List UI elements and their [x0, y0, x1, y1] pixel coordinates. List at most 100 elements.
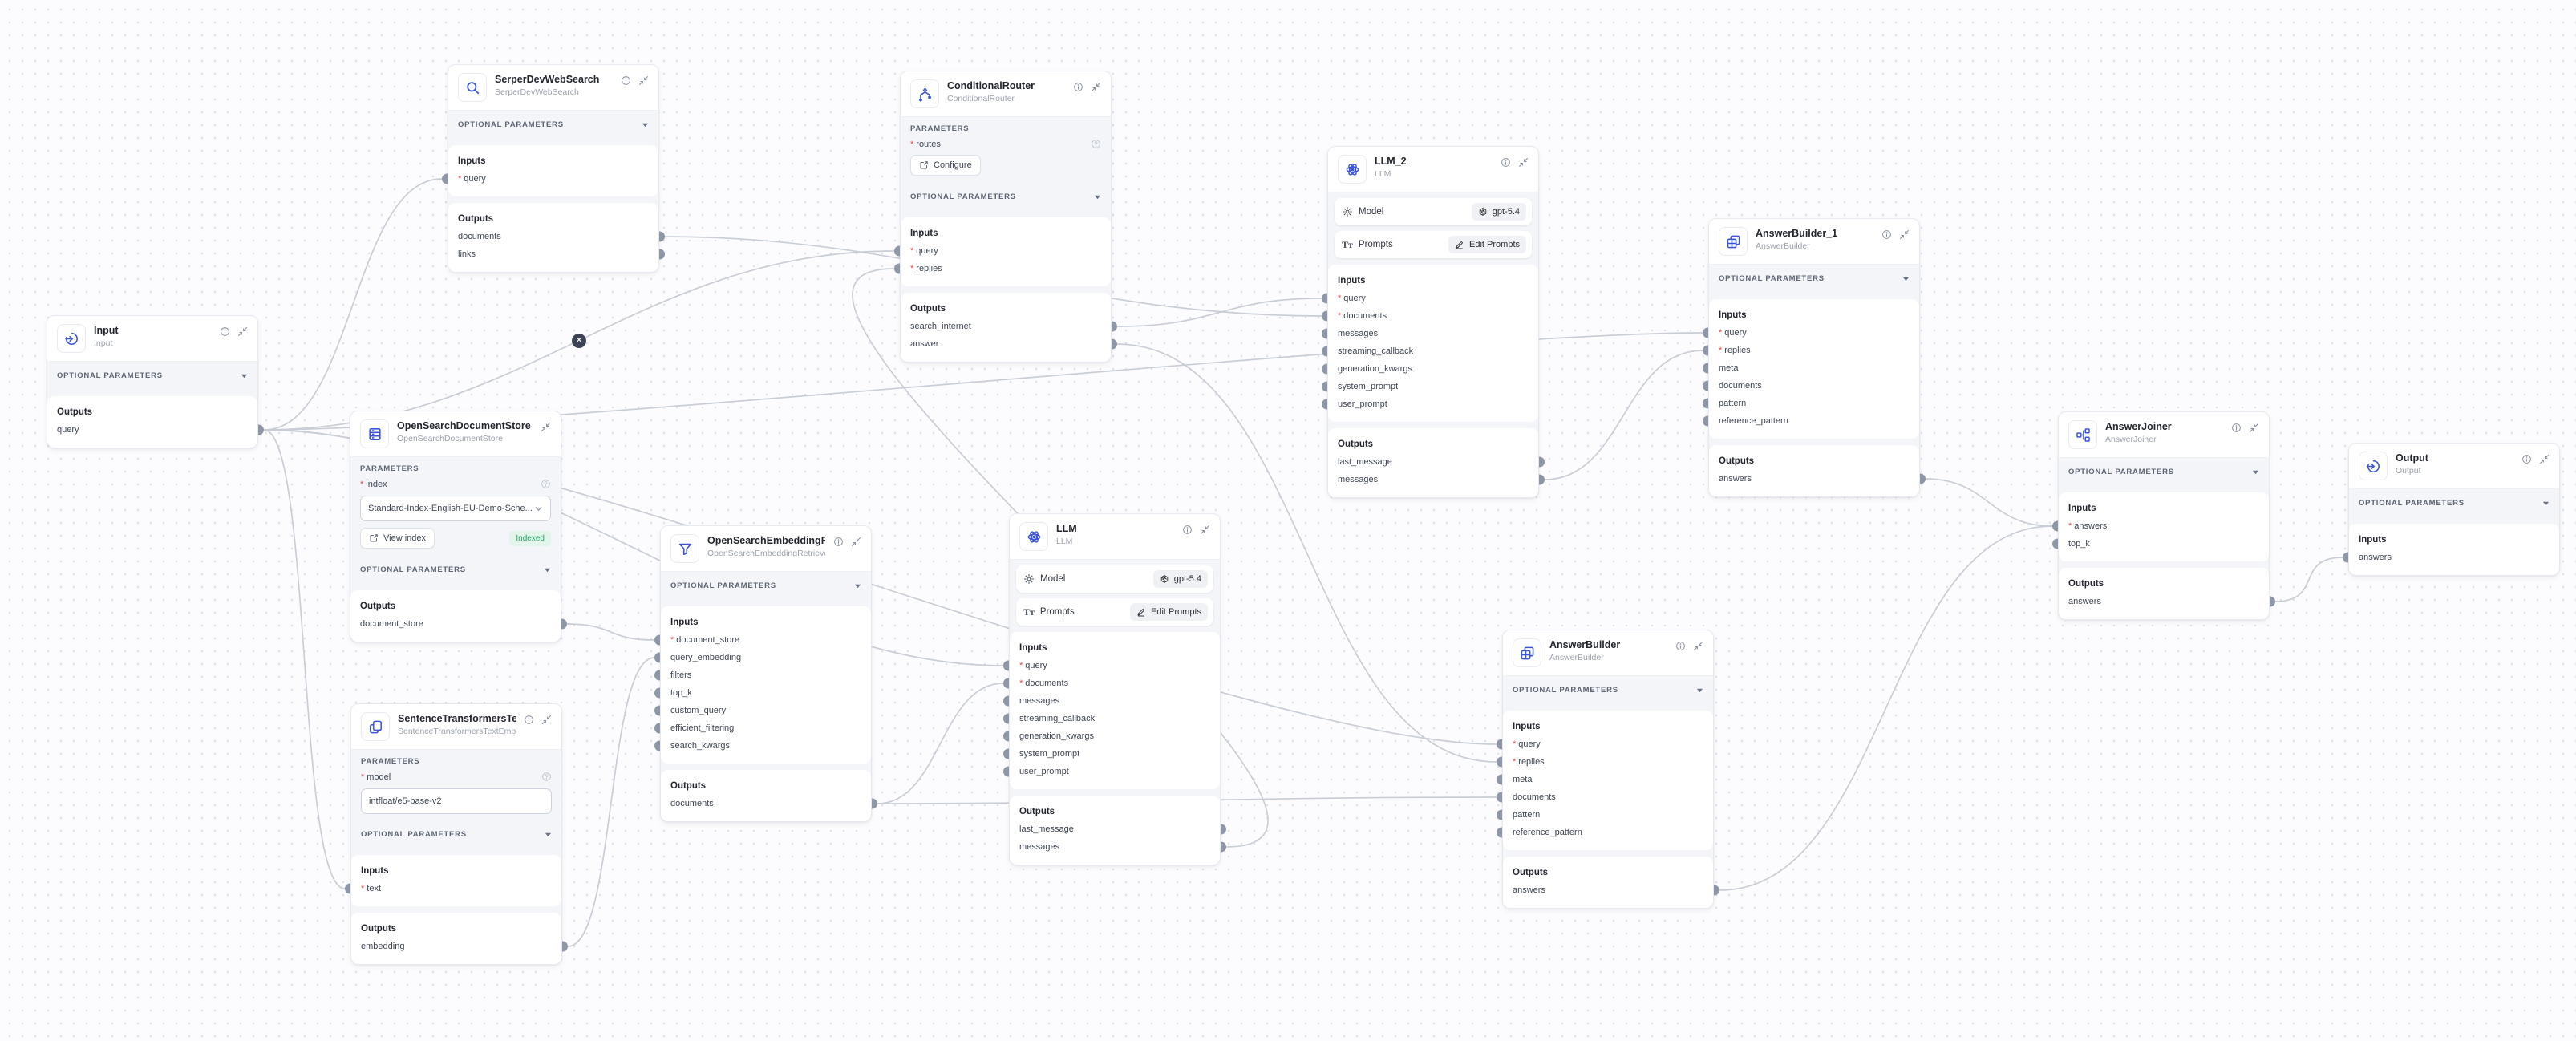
view-index-button[interactable]: View index [360, 528, 435, 549]
collapse-icon[interactable] [1091, 82, 1101, 92]
port-handle[interactable] [1003, 678, 1009, 689]
port-handle[interactable] [659, 249, 665, 260]
port-handle[interactable] [1322, 328, 1327, 339]
port-handle[interactable] [654, 687, 660, 699]
port-handle[interactable] [1703, 327, 1708, 338]
port-handle[interactable] [1703, 345, 1708, 356]
port-handle[interactable] [1003, 713, 1009, 724]
collapse-icon[interactable] [1693, 641, 1703, 651]
info-icon[interactable] [2521, 454, 2532, 464]
port-handle[interactable] [654, 705, 660, 716]
info-icon[interactable] [220, 326, 230, 337]
port-handle[interactable] [258, 424, 264, 435]
collapse-icon[interactable] [237, 326, 248, 337]
model-value-pill[interactable]: gpt-5.4 [1471, 203, 1526, 221]
port-handle[interactable] [654, 670, 660, 681]
info-icon[interactable] [1182, 525, 1193, 535]
optional-parameters-toggle[interactable]: OPTIONAL PARAMETERS [2349, 489, 2559, 517]
port-handle[interactable] [2270, 596, 2275, 607]
edit-prompts-button[interactable]: Edit Prompts [1448, 236, 1526, 253]
edge-router.answer-to-ab.replies[interactable] [1116, 343, 1497, 763]
port-handle[interactable] [1322, 346, 1327, 357]
edge-joiner.answers-to-output.answers[interactable] [2274, 557, 2343, 602]
info-icon[interactable] [1675, 641, 1686, 651]
optional-parameters-toggle[interactable]: OPTIONAL PARAMETERS [1709, 265, 1919, 293]
collapse-icon[interactable] [1518, 157, 1529, 168]
port-handle[interactable] [1497, 756, 1502, 768]
port-handle[interactable] [1322, 363, 1327, 375]
configure-button[interactable]: Configure [910, 155, 981, 176]
optional-parameters-toggle[interactable]: OPTIONAL PARAMETERS [2059, 458, 2269, 486]
port-handle[interactable] [2052, 520, 2058, 532]
port-handle[interactable] [1714, 885, 1719, 896]
edge-retriever.documents-to-llm.documents[interactable] [877, 683, 1004, 804]
port-handle[interactable] [894, 263, 900, 274]
node-embedder[interactable]: SentenceTransformersTextEm...SentenceTra… [345, 703, 568, 965]
collapse-icon[interactable] [2249, 423, 2259, 433]
port-handle[interactable] [1221, 841, 1226, 853]
port-handle[interactable] [1112, 338, 1117, 350]
model-input[interactable]: intfloat/e5-base-v2 [361, 788, 552, 814]
info-icon[interactable] [833, 537, 844, 547]
edge-router.search_internet-to-llm2.query[interactable] [1116, 298, 1322, 327]
node-retriever[interactable]: OpenSearchEmbeddingRetrie...OpenSearchEm… [654, 525, 877, 822]
port-handle[interactable] [1003, 766, 1009, 777]
port-handle[interactable] [1539, 474, 1545, 485]
port-handle[interactable] [1322, 293, 1327, 304]
collapse-icon[interactable] [1899, 229, 1910, 240]
edge-llm2.messages-to-ab1.replies[interactable] [1544, 350, 1703, 480]
collapse-icon[interactable] [541, 422, 551, 432]
port-handle[interactable] [1003, 731, 1009, 742]
port-handle[interactable] [1003, 748, 1009, 759]
port-handle[interactable] [1497, 792, 1502, 803]
info-icon[interactable] [1501, 157, 1511, 168]
info-icon[interactable] [524, 715, 534, 725]
port-handle[interactable] [1003, 695, 1009, 707]
port-handle[interactable] [1112, 321, 1117, 332]
collapse-icon[interactable] [1200, 525, 1210, 535]
port-handle[interactable] [1322, 399, 1327, 410]
collapse-icon[interactable] [851, 537, 861, 547]
edit-prompts-button[interactable]: Edit Prompts [1130, 603, 1208, 621]
info-icon[interactable] [621, 75, 631, 86]
edge-input.query-to-embedder.text[interactable] [263, 429, 346, 889]
port-handle[interactable] [2343, 552, 2348, 563]
port-handle[interactable] [1703, 380, 1708, 391]
port-handle[interactable] [1003, 660, 1009, 671]
info-icon[interactable] [1073, 82, 1083, 92]
port-handle[interactable] [654, 723, 660, 734]
port-handle[interactable] [561, 618, 567, 630]
collapse-icon[interactable] [2539, 454, 2550, 464]
optional-parameters-toggle[interactable]: OPTIONAL PARAMETERS [901, 183, 1111, 211]
port-handle[interactable] [1322, 310, 1327, 322]
port-handle[interactable] [1497, 739, 1502, 750]
index-select[interactable]: Standard-Index-English-EU-Demo-Sche... [360, 496, 551, 521]
port-handle[interactable] [659, 231, 665, 242]
port-handle[interactable] [2052, 538, 2058, 549]
port-handle[interactable] [654, 634, 660, 646]
help-icon[interactable] [1091, 139, 1101, 149]
port-handle[interactable] [562, 941, 568, 952]
collapse-icon[interactable] [638, 75, 649, 86]
port-handle[interactable] [345, 883, 350, 894]
optional-parameters-toggle[interactable]: OPTIONAL PARAMETERS [350, 556, 561, 584]
port-handle[interactable] [654, 652, 660, 663]
help-icon[interactable] [541, 479, 551, 489]
info-icon[interactable] [2231, 423, 2242, 433]
collapse-icon[interactable] [541, 715, 552, 725]
optional-parameters-toggle[interactable]: OPTIONAL PARAMETERS [1503, 676, 1713, 704]
optional-parameters-toggle[interactable]: OPTIONAL PARAMETERS [661, 572, 871, 600]
port-handle[interactable] [1920, 473, 1926, 484]
edge-ab1.answers-to-joiner.answers[interactable] [1925, 478, 2053, 527]
port-handle[interactable] [894, 245, 900, 257]
port-handle[interactable] [654, 740, 660, 751]
